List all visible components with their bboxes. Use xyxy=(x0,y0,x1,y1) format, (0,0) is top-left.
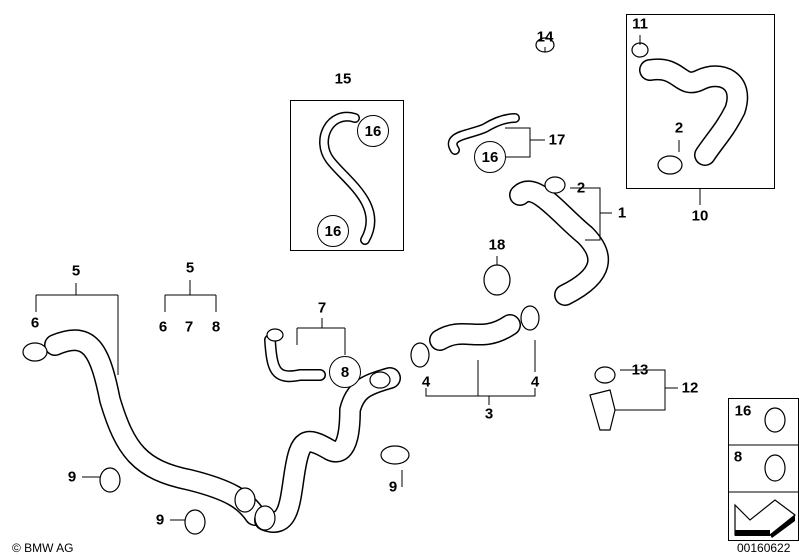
hose-3 xyxy=(429,314,521,351)
part-label-6: 6 xyxy=(158,318,168,336)
part-label-10: 10 xyxy=(691,207,709,225)
part-label-13: 13 xyxy=(631,361,649,379)
hose-5 xyxy=(44,329,266,526)
diagram-number: 00160622 xyxy=(737,541,791,555)
part-label-8: 8 xyxy=(329,356,361,388)
hose-17 xyxy=(447,113,520,155)
part-label-7: 7 xyxy=(317,299,327,317)
part-label-4: 4 xyxy=(530,373,540,391)
arrow-icon xyxy=(734,499,796,536)
part-label-5: 5 xyxy=(71,262,81,280)
part-label-6: 6 xyxy=(30,314,40,332)
part-label-4: 4 xyxy=(421,373,431,391)
legend-label-16: 16 xyxy=(734,402,752,420)
part-label-12: 12 xyxy=(681,379,699,397)
copyright: © BMW AG xyxy=(12,541,74,555)
part-label-5: 5 xyxy=(185,259,195,277)
part-label-9: 9 xyxy=(388,478,398,496)
part-label-15: 15 xyxy=(334,70,352,88)
part-label-3: 3 xyxy=(484,405,494,423)
part-label-9: 9 xyxy=(155,511,165,529)
leader-lines xyxy=(35,14,799,541)
part-label-17: 17 xyxy=(548,131,566,149)
legend-label-8: 8 xyxy=(733,448,743,466)
part-label-2: 2 xyxy=(576,179,586,197)
part-label-16: 16 xyxy=(317,215,349,247)
hose-7 xyxy=(264,334,326,383)
part-label-16: 16 xyxy=(474,141,506,173)
hose-1 xyxy=(509,180,610,306)
part-label-18: 18 xyxy=(488,236,506,254)
part-label-16: 16 xyxy=(357,115,389,147)
part-label-14: 14 xyxy=(536,28,554,46)
part-label-9: 9 xyxy=(67,468,77,486)
part-label-11: 11 xyxy=(632,15,648,33)
part-label-8: 8 xyxy=(211,318,221,336)
hose-10 xyxy=(639,58,749,166)
clamps xyxy=(22,37,786,535)
hose-3-lower xyxy=(254,367,401,533)
part-label-1: 1 xyxy=(617,204,627,222)
hose-15 xyxy=(319,111,376,245)
part-label-2: 2 xyxy=(674,119,684,137)
part-label-7: 7 xyxy=(184,318,194,336)
